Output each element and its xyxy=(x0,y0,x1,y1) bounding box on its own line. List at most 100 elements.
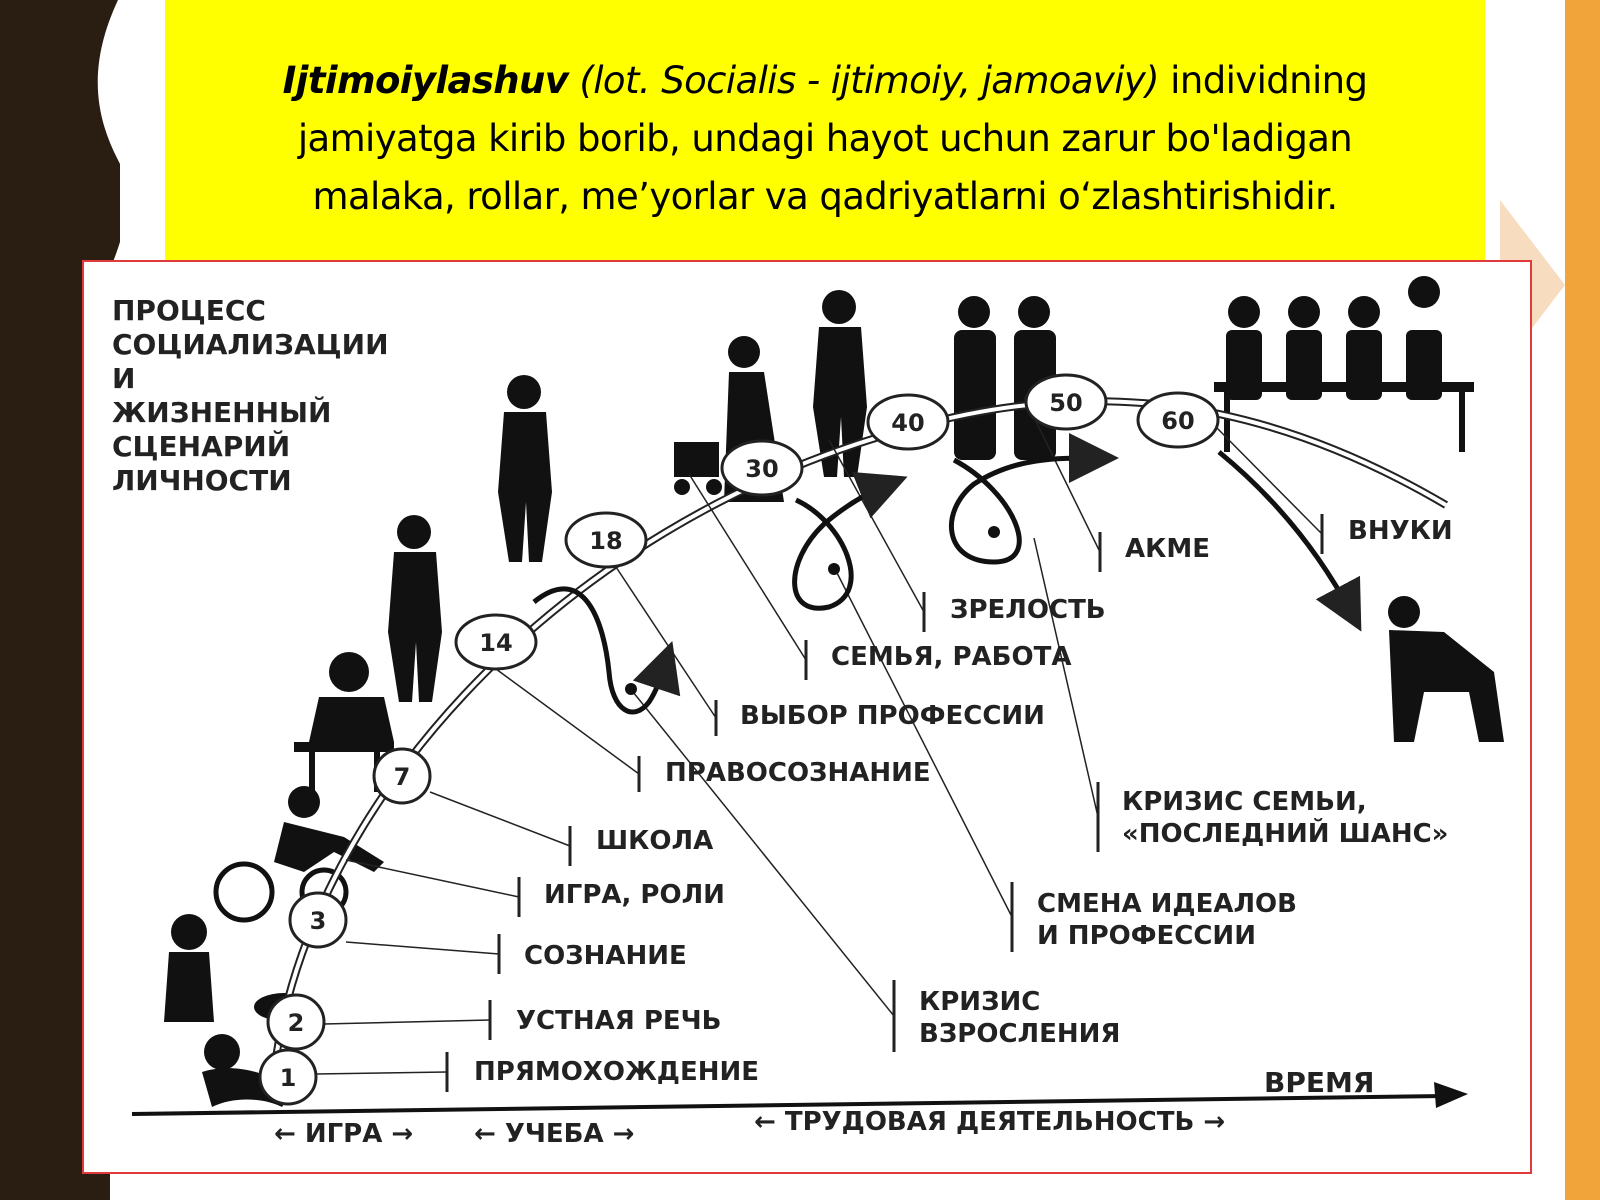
age-node-label: 50 xyxy=(1049,389,1082,417)
right-accent-strip xyxy=(1565,0,1600,1200)
figure-head xyxy=(958,296,990,328)
desk-top xyxy=(294,742,394,752)
leader-lines-layer xyxy=(315,396,1324,1092)
stage-labels-layer: ПРЯМОХОЖДЕНИЕ УСТНАЯ РЕЧЬ СОЗНАНИЕ ИГРА, РО… xyxy=(474,516,1453,1087)
crisis-leader-line xyxy=(628,686,895,1017)
figure-head xyxy=(1018,296,1050,328)
age-node-circle xyxy=(720,439,804,497)
age-node-1: 1 xyxy=(258,1048,318,1106)
table-top xyxy=(1214,382,1474,392)
age-node-circle xyxy=(1136,391,1220,449)
definition-line3: malaka, rollar, me’yorlar va qadriyatlar… xyxy=(312,175,1339,218)
stage-label: ШКОЛА xyxy=(596,826,713,856)
age-node-circle xyxy=(266,993,326,1051)
diagram-title: ПРОЦЕСС СОЦИАЛИЗАЦИИ И ЖИЗНЕННЫЙ СЦЕНАРИ… xyxy=(112,294,389,497)
stage-label: ЗРЕЛОСТЬ xyxy=(950,595,1106,625)
figure-child-on-bicycle xyxy=(213,786,384,923)
stage-leader-line xyxy=(688,473,807,661)
age-node-label: 1 xyxy=(280,1064,297,1092)
crisis-leader-line xyxy=(833,566,1013,918)
phase-label: ← ИГРА → xyxy=(274,1119,413,1149)
crisis-loop-arrow xyxy=(792,471,908,611)
figure-body xyxy=(813,327,867,477)
stage-label: ВЫБОР ПРОФЕССИИ xyxy=(740,701,1045,731)
age-node-label: 2 xyxy=(288,1009,305,1037)
age-node-circle xyxy=(866,393,950,451)
age-node-circle xyxy=(258,1048,318,1106)
age-node-circle xyxy=(454,613,538,671)
age-node-label: 30 xyxy=(745,455,778,483)
stage-label: СЕМЬЯ, РАБОТА xyxy=(831,642,1071,672)
desk-leg xyxy=(309,752,315,792)
crisis-loop-arrow xyxy=(1217,450,1362,632)
crisis-loops-layer xyxy=(532,433,1362,715)
stage-leader-line xyxy=(315,1071,448,1075)
bike-wheel xyxy=(213,861,275,923)
stage-label: ВНУКИ xyxy=(1348,516,1453,546)
figure-head xyxy=(1408,276,1440,308)
stage-leader-line xyxy=(1215,426,1323,535)
figure-head xyxy=(507,375,541,409)
definition-line1: individning xyxy=(1170,59,1368,102)
figure-family-at-table xyxy=(1214,276,1474,452)
stage-leader-line xyxy=(345,941,500,955)
age-node-60: 60 xyxy=(1136,391,1220,449)
time-axis-label: ВРЕМЯ xyxy=(1264,1066,1374,1099)
phase-label: ← ТРУДОВАЯ ДЕЯТЕЛЬНОСТЬ → xyxy=(754,1107,1225,1137)
figure-police-officer xyxy=(498,375,552,562)
stage-leader-line xyxy=(828,439,925,613)
table-leg xyxy=(1459,392,1465,452)
figure-head xyxy=(728,336,760,368)
figure-body xyxy=(309,697,394,742)
figure-pupil-at-desk xyxy=(294,652,394,792)
age-node-50: 50 xyxy=(1024,373,1108,431)
phase-label: ← УЧЕБА → xyxy=(474,1119,634,1149)
crisis-label-line: И ПРОФЕССИИ xyxy=(1037,921,1256,951)
age-node-3: 3 xyxy=(288,891,348,949)
time-axis-arrowhead xyxy=(1434,1082,1468,1108)
stage-leader-line xyxy=(345,859,520,898)
definition-term: Ijtimoiylashuv xyxy=(282,59,569,102)
figure-head xyxy=(1388,596,1420,628)
figure-head xyxy=(204,1034,240,1070)
definition-banner: Ijtimoiylashuv (lot. Socialis - ijtimoiy… xyxy=(165,0,1485,262)
figure-body xyxy=(1389,630,1504,742)
age-node-circle xyxy=(288,891,348,949)
figure-couple xyxy=(954,296,1056,460)
definition-text: Ijtimoiylashuv (lot. Socialis - ijtimoiy… xyxy=(165,52,1485,226)
stroller-wheel xyxy=(706,479,722,495)
figure-head xyxy=(1288,296,1320,328)
crisis-loop-dot xyxy=(988,526,1000,538)
figure-head xyxy=(1348,296,1380,328)
crisis-label-line: КРИЗИС xyxy=(919,987,1040,1017)
stage-leader-line xyxy=(613,563,717,719)
figure-head xyxy=(397,515,431,549)
age-node-label: 3 xyxy=(310,907,327,935)
crisis-loop-arrow xyxy=(949,433,1119,565)
figure-elderly-feeding-birds xyxy=(1388,596,1504,742)
stroller-wheel xyxy=(674,479,690,495)
crisis-leader-line xyxy=(1033,537,1099,818)
figure-head xyxy=(171,914,207,950)
age-node-40: 40 xyxy=(866,393,950,451)
crisis-loop-arrow xyxy=(532,586,681,715)
age-node-30: 30 xyxy=(720,439,804,497)
stage-leader-line xyxy=(323,1019,491,1025)
stage-label: ПРЯМОХОЖДЕНИЕ xyxy=(474,1057,759,1087)
stage-label: ИГРА, РОЛИ xyxy=(544,880,725,910)
stage-label: СОЗНАНИЕ xyxy=(524,941,687,971)
crisis-label: КРИЗИС СЕМЬИ,«ПОСЛЕДНИЙ ШАНС» xyxy=(1122,787,1448,849)
socialization-diagram-panel: ПРОЦЕСС СОЦИАЛИЗАЦИИ И ЖИЗНЕННЫЙ СЦЕНАРИ… xyxy=(82,260,1532,1174)
age-node-18: 18 xyxy=(564,511,648,569)
crisis-loop-dot xyxy=(828,563,840,575)
stage-label: УСТНАЯ РЕЧЬ xyxy=(516,1006,721,1036)
stage-leader-line xyxy=(495,668,640,775)
stage-leader-line xyxy=(429,791,571,847)
figures-layer xyxy=(164,276,1504,1107)
crisis-label-line: ВЗРОСЛЕНИЯ xyxy=(919,1019,1120,1049)
stroller-body xyxy=(674,442,719,477)
age-node-label: 40 xyxy=(891,409,924,437)
